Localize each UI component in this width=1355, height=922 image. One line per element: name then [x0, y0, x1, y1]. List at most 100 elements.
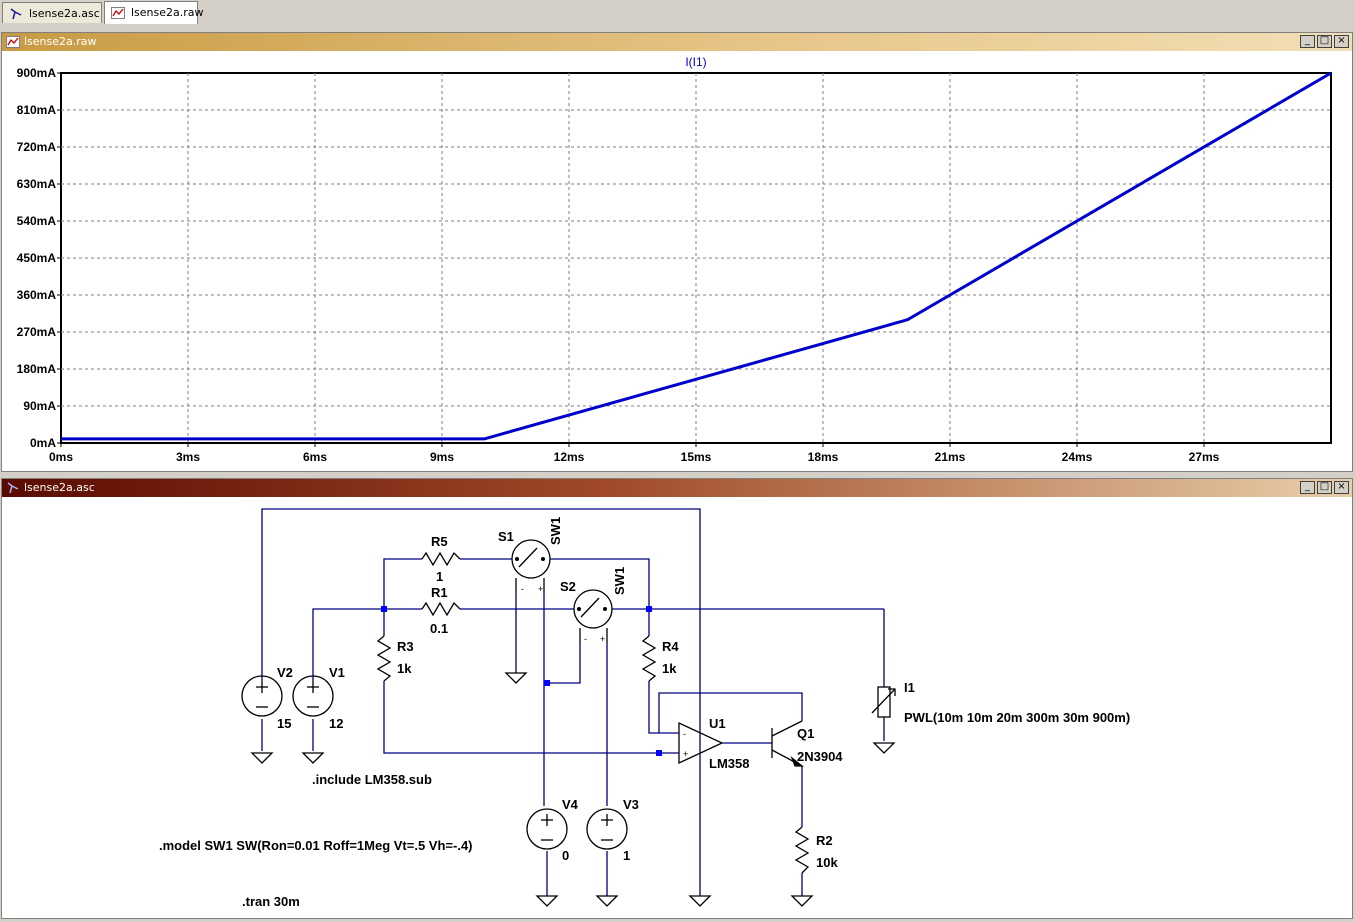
tab-schematic[interactable]: lsense2a.asc: [2, 2, 102, 23]
y-tick-label: 630mA: [17, 177, 57, 191]
schematic-titlebar: lsense2a.asc _ □ ×: [2, 479, 1352, 497]
minimize-button[interactable]: _: [1300, 35, 1315, 48]
resistor-r4[interactable]: [641, 635, 657, 682]
r3-name: R3: [397, 639, 414, 654]
tab-waveform[interactable]: lsense2a.raw: [104, 1, 204, 24]
x-tick-label: 27ms: [1189, 450, 1220, 464]
schematic-window: lsense2a.asc _ □ ×: [1, 478, 1353, 919]
transistor-q1[interactable]: [771, 720, 804, 767]
x-tick-label: 24ms: [1062, 450, 1093, 464]
y-tick-label: 0mA: [30, 436, 56, 450]
minimize-button[interactable]: _: [1300, 481, 1315, 494]
tran-directive[interactable]: .tran 30m: [242, 894, 300, 909]
switch-s1[interactable]: - +: [511, 539, 551, 594]
waveform-icon: [6, 36, 20, 48]
plot-panel[interactable]: 0ms 3ms 6ms 9ms 12ms 15ms 18ms 21ms 24ms 27ms 0mA 9…: [2, 51, 1352, 471]
v4-value: 0: [562, 848, 569, 863]
waveform-titlebar: lsense2a.raw _ □ ×: [2, 33, 1352, 51]
x-tick-label: 18ms: [808, 450, 839, 464]
v1-value: 12: [329, 716, 343, 731]
y-tick-label: 180mA: [17, 362, 57, 376]
waveform-window-title: lsense2a.raw: [24, 35, 97, 48]
wires: [261, 508, 885, 896]
x-tick-label: 0ms: [49, 450, 73, 464]
x-tick-label: 12ms: [554, 450, 585, 464]
v4-name: V4: [562, 797, 579, 812]
r5-name: R5: [431, 534, 448, 549]
x-tick-label: 6ms: [303, 450, 327, 464]
current-source-i1[interactable]: [871, 686, 896, 718]
r4-name: R4: [662, 639, 679, 654]
i1-value: PWL(10m 10m 20m 300m 30m 900m): [904, 710, 1130, 725]
schematic-canvas[interactable]: - + - +: [2, 497, 1352, 918]
resistor-r3[interactable]: [376, 635, 392, 682]
maximize-button[interactable]: □: [1317, 35, 1332, 48]
document-tab-bar: lsense2a.asc lsense2a.raw: [0, 0, 1355, 26]
x-tick-label: 3ms: [176, 450, 200, 464]
svg-text:-: -: [584, 634, 587, 644]
voltage-source-v2[interactable]: [241, 675, 283, 717]
waveform-plot[interactable]: 0ms 3ms 6ms 9ms 12ms 15ms 18ms 21ms 24ms 27ms 0mA 9…: [2, 51, 1352, 471]
x-tick-label: 9ms: [430, 450, 454, 464]
y-tick-label: 720mA: [17, 140, 57, 154]
svg-text:+: +: [600, 634, 605, 644]
resistor-r1[interactable]: [421, 601, 461, 617]
resistor-r5[interactable]: [421, 551, 461, 567]
schematic-window-title: lsense2a.asc: [24, 481, 95, 494]
v3-name: V3: [623, 797, 639, 812]
v2-value: 15: [277, 716, 291, 731]
svg-text:+: +: [683, 749, 688, 759]
u1-value: LM358: [709, 756, 749, 771]
v1-name: V1: [329, 665, 345, 680]
x-tick-label: 21ms: [935, 450, 966, 464]
maximize-button[interactable]: □: [1317, 481, 1332, 494]
s2-model: SW1: [612, 567, 627, 595]
trace-line[interactable]: [61, 71, 1332, 441]
v2-name: V2: [277, 665, 293, 680]
include-directive[interactable]: .include LM358.sub: [312, 772, 432, 787]
tab-schematic-label: lsense2a.asc: [29, 7, 100, 20]
u1-name: U1: [709, 716, 726, 731]
svg-text:+: +: [538, 584, 543, 594]
s2-name: S2: [560, 579, 576, 594]
s1-model: SW1: [548, 517, 563, 545]
q1-name: Q1: [797, 726, 814, 741]
switch-s2[interactable]: - +: [573, 589, 613, 644]
v3-value: 1: [623, 848, 630, 863]
i1-name: I1: [904, 680, 915, 695]
opamp-u1[interactable]: - +: [678, 721, 724, 765]
x-tick-label: 15ms: [681, 450, 712, 464]
schematic-icon: [10, 8, 22, 20]
y-tick-label: 450mA: [17, 251, 57, 265]
r4-value: 1k: [662, 661, 677, 676]
svg-text:-: -: [683, 729, 686, 739]
voltage-source-v4[interactable]: [526, 808, 568, 850]
y-tick-label: 90mA: [23, 399, 56, 413]
r5-value: 1: [436, 569, 443, 584]
schematic-panel[interactable]: - + - +: [2, 497, 1352, 918]
voltage-source-v1[interactable]: [292, 675, 334, 717]
tab-waveform-label: lsense2a.raw: [131, 6, 204, 19]
ground-symbols: [250, 672, 896, 907]
y-tick-label: 360mA: [17, 288, 57, 302]
close-button[interactable]: ×: [1334, 35, 1349, 48]
s1-name: S1: [498, 529, 514, 544]
q1-value: 2N3904: [797, 749, 843, 764]
waveform-icon: [111, 7, 125, 19]
y-tick-label: 540mA: [17, 214, 57, 228]
close-button[interactable]: ×: [1334, 481, 1349, 494]
voltage-source-v3[interactable]: [586, 808, 628, 850]
y-tick-label: 270mA: [17, 325, 57, 339]
trace-label[interactable]: I(I1): [685, 55, 706, 69]
r1-name: R1: [431, 585, 448, 600]
r1-value: 0.1: [430, 621, 448, 636]
resistor-r2[interactable]: [794, 826, 810, 874]
r3-value: 1k: [397, 661, 412, 676]
svg-text:-: -: [521, 584, 524, 594]
model-directive[interactable]: .model SW1 SW(Ron=0.01 Roff=1Meg Vt=.5 V…: [159, 838, 473, 853]
y-tick-label: 810mA: [17, 103, 57, 117]
r2-name: R2: [816, 833, 833, 848]
y-tick-label: 900mA: [17, 66, 57, 80]
r2-value: 10k: [816, 855, 838, 870]
junction-dots: [381, 606, 662, 756]
